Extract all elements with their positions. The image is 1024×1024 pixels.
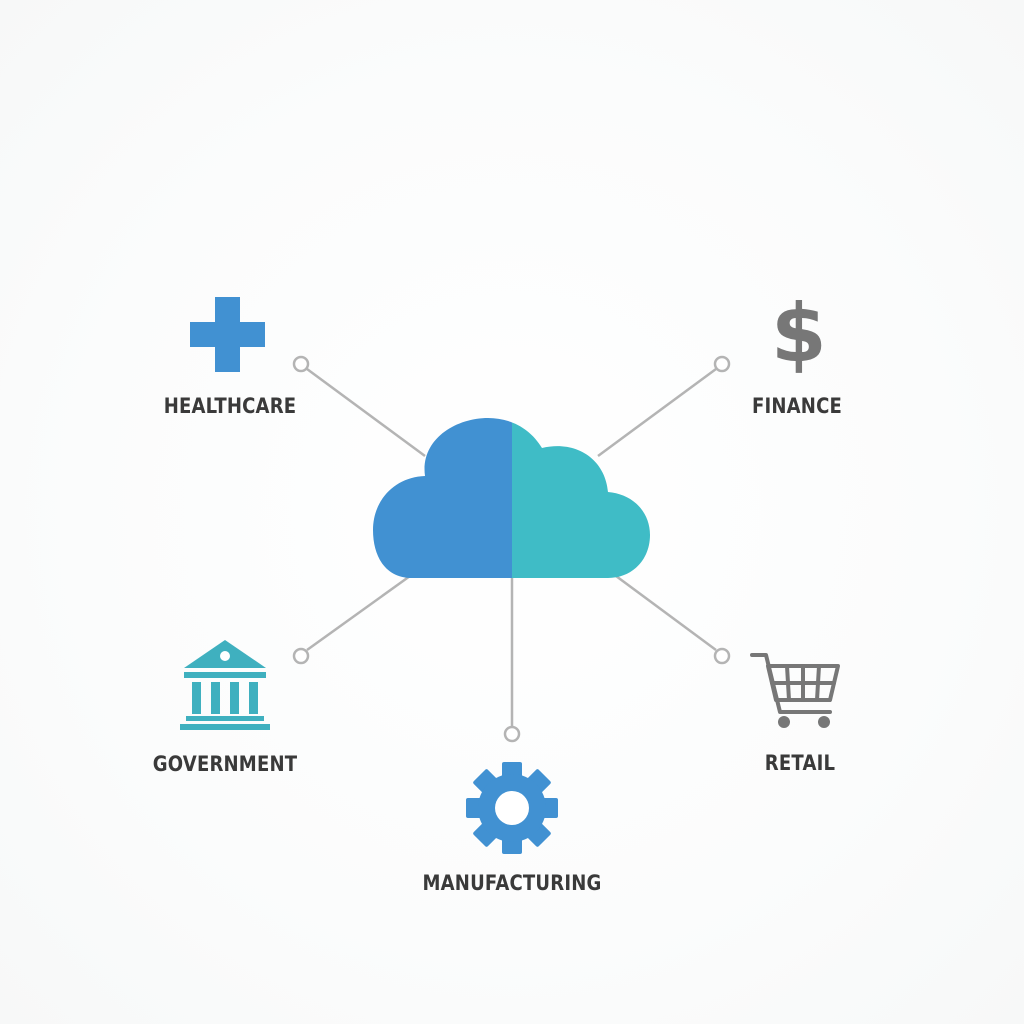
cart-wheels — [778, 716, 830, 728]
label-manufacturing: MANUFACTURING — [422, 871, 602, 895]
node-retail — [713, 647, 731, 665]
connector-healthcare — [306, 367, 426, 458]
node-manufacturing — [503, 725, 521, 743]
node-healthcare — [292, 355, 310, 373]
label-finance: FINANCE — [751, 394, 843, 418]
medical-cross-icon — [190, 297, 265, 372]
shopping-cart-icon — [750, 653, 840, 714]
label-government: GOVERNMENT — [152, 752, 298, 776]
government-building-icon — [180, 640, 270, 730]
label-retail: RETAIL — [764, 751, 836, 775]
connector-finance — [597, 367, 717, 458]
dollar-sign-icon: $ — [771, 287, 827, 380]
node-government — [292, 647, 310, 665]
gear-icon — [466, 762, 558, 854]
connector-retail — [615, 574, 717, 652]
node-finance — [713, 355, 731, 373]
connector-lines — [306, 367, 717, 728]
label-healthcare: HEALTHCARE — [163, 394, 297, 418]
connector-nodes — [292, 355, 731, 743]
cloud-icon — [373, 418, 650, 578]
connector-government — [306, 574, 411, 652]
